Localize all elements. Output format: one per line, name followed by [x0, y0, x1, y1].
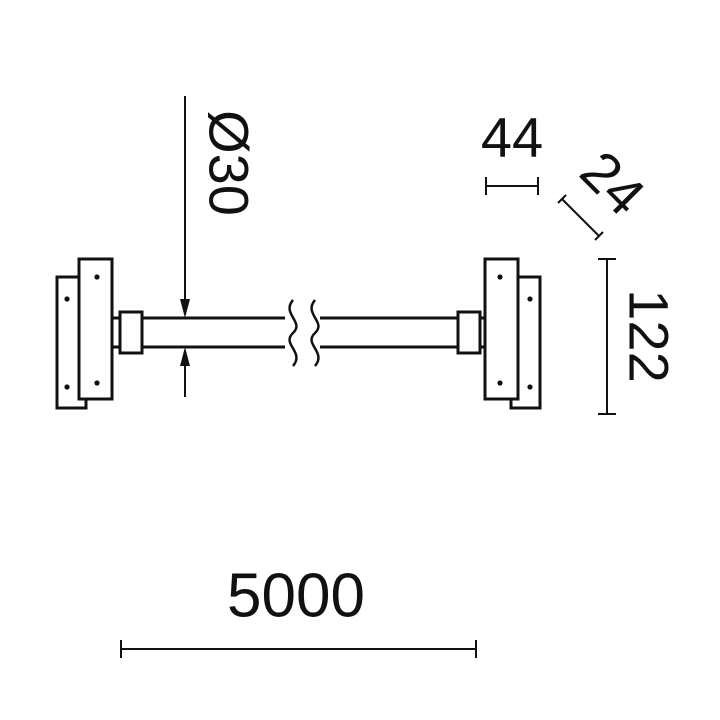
bracket-width-label: 44: [480, 105, 544, 169]
right-bracket-front-plate: [483, 257, 520, 401]
right-bracket-screw-holes: [497, 274, 533, 390]
overall-length-label: 5000: [227, 561, 365, 631]
diameter-dimension: [180, 96, 190, 397]
diameter-label: Ø30: [197, 110, 261, 216]
left-bracket-front-plate: [77, 257, 114, 401]
width-dimension: [485, 177, 539, 195]
tube-right-end-cap: [456, 310, 482, 355]
length-dimension: [120, 640, 477, 658]
height-dimension: [598, 258, 616, 415]
tube-body: [112, 310, 485, 355]
bracket-height-label: 122: [617, 289, 681, 383]
tube-left-end-cap: [118, 310, 144, 355]
break-symbol: [288, 299, 320, 367]
right-mount-bracket: [483, 257, 542, 410]
diameter-arrow-down: [180, 299, 190, 318]
left-bracket-screw-holes: [64, 274, 100, 390]
left-mount-bracket: [55, 257, 114, 410]
depth-dimension: [557, 194, 604, 241]
diameter-arrow-up: [180, 347, 190, 366]
